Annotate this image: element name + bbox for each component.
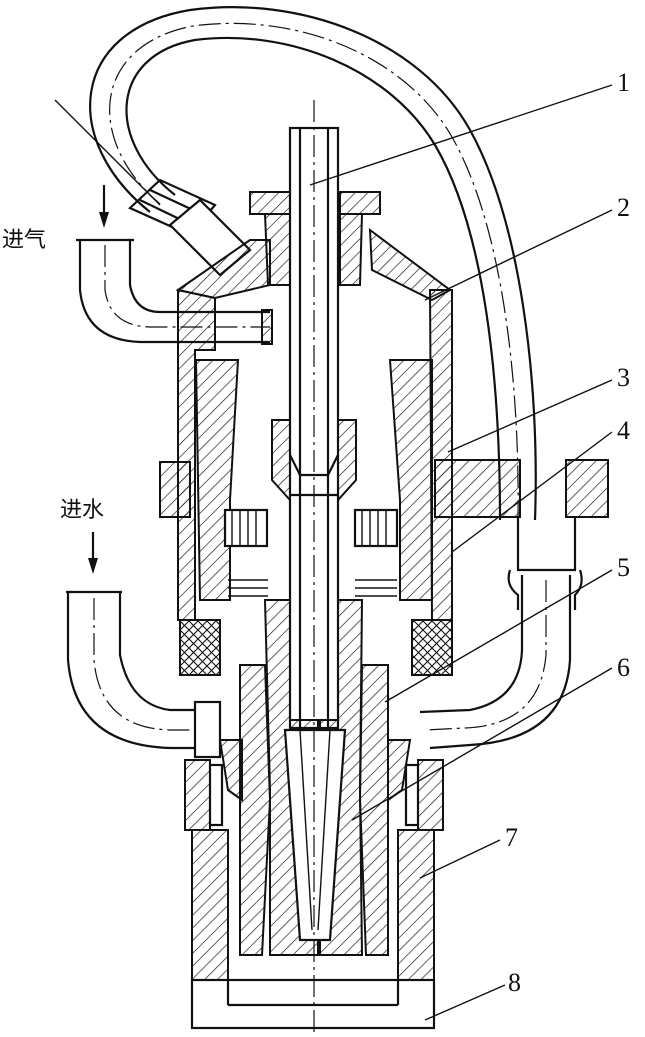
leader-line-4	[451, 431, 613, 553]
top-gland-nut	[249, 191, 381, 286]
nozzle-core	[218, 599, 412, 956]
leader-line-1	[309, 84, 613, 186]
air-inlet-label: 进气	[2, 228, 47, 253]
water-flow-arrow	[88, 532, 98, 574]
leader-line-7	[419, 839, 501, 879]
bottom-cap	[190, 978, 436, 1030]
callout-7: 7	[505, 823, 518, 852]
callout-4: 4	[617, 416, 630, 445]
callout-3: 3	[617, 363, 630, 392]
callout-1: 1	[617, 68, 630, 97]
callout-8: 8	[508, 968, 521, 997]
callout-5: 5	[617, 553, 630, 582]
leader-line-3	[447, 379, 613, 453]
air-flow-arrow	[54, 99, 161, 228]
outer-body	[175, 227, 453, 676]
leader-line-5	[384, 569, 613, 703]
water-inlet-label: 进水	[60, 498, 105, 523]
leader-line-2	[424, 209, 613, 301]
callout-2: 2	[617, 193, 630, 222]
leader-line-6	[351, 667, 613, 821]
air-inlet-pipe	[76, 238, 273, 345]
callout-6: 6	[617, 653, 630, 682]
leader-lines	[309, 84, 613, 1021]
leader-line-8	[424, 984, 506, 1021]
water-inlet-pipe	[66, 590, 222, 759]
